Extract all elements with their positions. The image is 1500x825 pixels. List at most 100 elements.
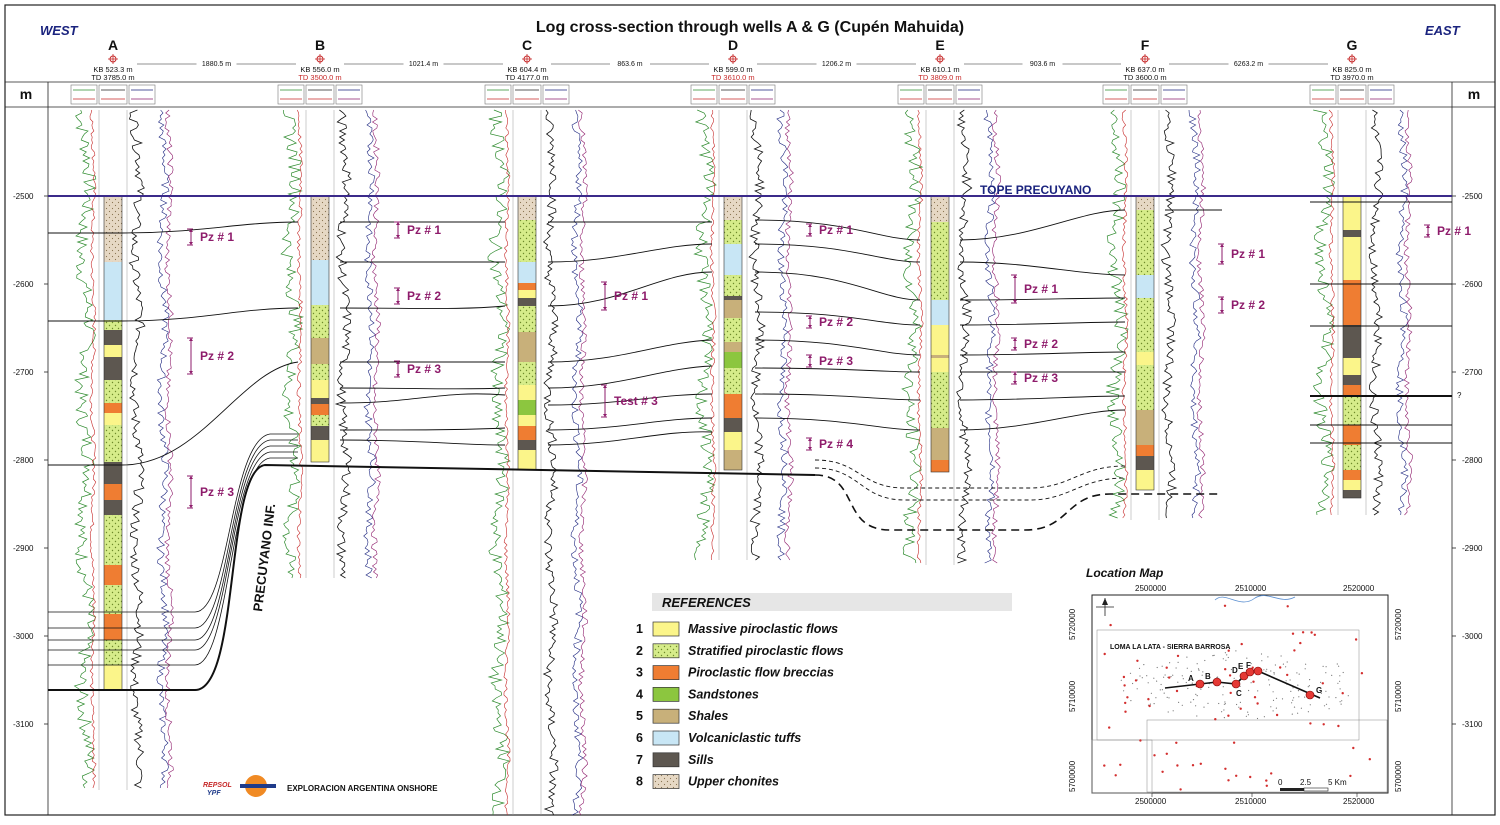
location-map-frame	[1091, 594, 1389, 794]
log-header-box	[718, 84, 748, 105]
lithology-interval	[518, 306, 536, 332]
company-logo: REPSOL YPF EXPLORACION ARGENTINA ONSHORE	[203, 775, 438, 797]
lithology-interval	[104, 640, 122, 665]
pz-label: Pz # 4	[819, 437, 853, 451]
location-map-dots	[1103, 604, 1372, 791]
lithology-interval	[311, 415, 329, 426]
well-g: GKB 825.0 mTD 3970.0 m	[1309, 37, 1413, 516]
well-distance: 1880.5 m	[202, 61, 231, 68]
correlation-line	[754, 271, 921, 301]
references-title: REFERENCES	[662, 595, 751, 610]
well-kb: KB 556.0 m	[300, 65, 339, 74]
outer-frame	[4, 4, 1496, 816]
correlation-line	[754, 393, 921, 401]
lithology-interval	[104, 357, 122, 362]
question-mark: ?	[1457, 391, 1462, 400]
depth-unit-right: m	[1468, 86, 1480, 102]
pz-interval-marker: Pz # 2	[187, 337, 234, 375]
correlation-line	[339, 427, 506, 431]
map-x-label-top-1: 2510000	[1235, 584, 1267, 593]
scale-label-2: 5 Km	[1328, 778, 1347, 787]
lithology-interval	[1343, 237, 1361, 280]
lithology-interval	[1136, 410, 1154, 445]
density-log-curve	[1403, 109, 1413, 516]
tope-precuyano-label: TOPE PRECUYANO	[980, 183, 1091, 197]
lithology-interval	[1343, 230, 1361, 237]
lithology-interval	[1136, 365, 1154, 410]
lithology-interval	[518, 426, 536, 440]
reference-label: Shales	[688, 709, 728, 723]
well-d: DKB 599.0 mTD 3610.0 m	[690, 37, 794, 561]
lithology-interval	[1343, 385, 1361, 395]
correlation-line	[959, 409, 1126, 431]
scale-label-1: 2.5	[1300, 778, 1312, 787]
lithology-interval	[311, 338, 329, 364]
lithology-interval	[311, 305, 329, 338]
well-kb: KB 825.0 m	[1332, 65, 1371, 74]
gr-log-curve	[901, 109, 924, 564]
gr-log-curve	[1105, 109, 1129, 519]
reference-swatch	[652, 708, 680, 724]
correlation-line	[547, 393, 713, 406]
lithology-interval	[518, 385, 536, 400]
pz-label: Pz # 1	[1437, 224, 1471, 238]
reference-number: 3	[636, 666, 643, 680]
map-well-point	[1212, 677, 1222, 687]
lithology-interval	[1136, 275, 1154, 298]
pz-interval-marker: Pz # 1	[601, 281, 648, 311]
pz-interval-marker: Pz # 3	[806, 354, 853, 368]
well-distance: 863.6 m	[617, 61, 642, 68]
lithology-interval	[1343, 470, 1361, 480]
sp-log-curve	[1121, 109, 1129, 519]
well-name: A	[108, 37, 118, 53]
depth-tick-label-right: -2800	[1462, 456, 1483, 465]
pz-label: Pz # 3	[1024, 371, 1058, 385]
precuyano-inf-label: PRECUYANO INF.	[250, 503, 278, 613]
location-map-grid	[1091, 595, 1388, 797]
lithology-interval	[724, 275, 742, 296]
correlation-line	[959, 261, 1126, 276]
log-header-box	[1367, 84, 1395, 105]
fan-correlation-line	[48, 451, 298, 651]
well-kb: KB 610.1 m	[920, 65, 959, 74]
lithology-interval	[104, 425, 122, 462]
pz-label: Pz # 1	[614, 289, 648, 303]
east-label: EAST	[1425, 23, 1461, 38]
reference-label: Massive piroclastic flows	[688, 622, 838, 636]
pz-interval-marker: Pz # 2	[394, 287, 441, 305]
lithology-column	[517, 195, 537, 471]
map-well-label: B	[1205, 672, 1211, 681]
well-td: TD 4177.0 m	[505, 73, 548, 82]
correlation-line	[959, 321, 1126, 326]
reference-number: 5	[636, 709, 643, 723]
depth-tick-label-right: -2600	[1462, 280, 1483, 289]
lithology-interval	[1343, 280, 1361, 325]
lithology-interval	[518, 400, 536, 415]
lithology-interval	[724, 296, 742, 300]
reference-swatch	[652, 752, 680, 768]
map-x-label-bottom-1: 2510000	[1235, 797, 1267, 806]
reference-item: 5 Shales	[636, 708, 728, 724]
reference-label: Upper chonites	[688, 775, 779, 789]
correlation-line	[754, 417, 921, 431]
density-log-curve	[1196, 109, 1207, 519]
log-header-box	[70, 84, 98, 105]
log-header-box	[955, 84, 983, 105]
reference-swatch	[652, 687, 680, 702]
correlation-line	[339, 387, 506, 390]
reference-number: 8	[636, 775, 643, 789]
lithology-interval	[104, 665, 122, 690]
reference-label: Stratified piroclastic flows	[688, 644, 844, 658]
lithology-interval	[104, 362, 122, 380]
lithology-column	[103, 195, 123, 691]
reference-number: 4	[636, 687, 643, 701]
lithology-interval	[518, 440, 536, 450]
lithology-interval	[311, 426, 329, 440]
lithology-interval	[311, 364, 329, 380]
map-x-label-bottom-2: 2520000	[1343, 797, 1375, 806]
lithology-interval	[518, 450, 536, 470]
fan-correlation-line	[48, 445, 298, 641]
